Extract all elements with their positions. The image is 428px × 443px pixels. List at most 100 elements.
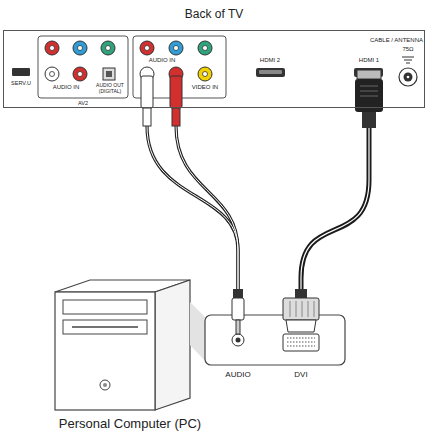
callout-wedge — [190, 302, 206, 362]
audio-mini-plug — [236, 320, 240, 334]
av2-jack-group — [45, 67, 59, 81]
hdmi-plug — [360, 96, 378, 97]
pc-rear-panel — [205, 315, 345, 365]
port-label: HDMI 2 — [260, 57, 280, 64]
audio-in-jacks: AUDIO IN — [137, 56, 187, 82]
node-label: AUDIO IN — [149, 57, 176, 64]
rca-plug-white — [141, 76, 153, 126]
node-label: AUDIO — [225, 371, 250, 380]
av2-jack-group — [101, 41, 115, 55]
pc-rear-panel — [287, 338, 315, 339]
pc-rear-panel — [205, 315, 345, 365]
hdmi-plug — [360, 86, 378, 87]
tv-back-panel: Back of TVAUDIO INHDMI 1 — [3, 30, 425, 108]
cable-line — [176, 82, 238, 290]
av1-jack-group — [140, 41, 154, 55]
av1-jack-group — [169, 41, 183, 55]
hdmi-input-port: HDMI 1 — [350, 56, 388, 80]
hdmi-plug — [355, 70, 383, 128]
pc-tower — [55, 280, 190, 410]
hdmi-plug — [357, 70, 381, 79]
av2-jack-group — [78, 46, 83, 51]
av2-jack-group — [106, 46, 111, 51]
av2-jack-group — [73, 41, 87, 55]
hdmi-port-2 — [256, 68, 285, 77]
antenna-connector — [402, 57, 414, 58]
hdmi-plug — [362, 112, 376, 128]
node-label: Personal Computer (PC) — [59, 417, 201, 431]
node-label: Back of TV — [185, 8, 243, 21]
group-label: AV2 — [78, 100, 88, 106]
antenna-connector — [404, 73, 413, 82]
antenna-connector — [399, 68, 417, 86]
port-label: VIDEO IN — [192, 84, 218, 91]
av2-jack-group — [73, 67, 87, 81]
av2-jack-group — [106, 71, 112, 77]
service-port — [12, 68, 30, 76]
dvi-plug — [308, 301, 309, 317]
av2-jack-group — [45, 41, 59, 55]
pc-rear-panel — [232, 334, 244, 346]
cable-line — [147, 82, 238, 290]
pc-rear-panel — [283, 334, 319, 351]
dvi-plug — [314, 301, 315, 317]
antenna-connector — [399, 57, 417, 86]
pc-tower — [72, 326, 138, 328]
rca-plug-red — [170, 76, 182, 126]
audio-mini-plug — [232, 298, 244, 320]
audio-mini-plug — [232, 289, 244, 334]
rca-plug-red — [172, 108, 180, 126]
av2-jack-group — [50, 46, 55, 51]
antenna-connector — [404, 60, 412, 61]
dvi-plug — [302, 301, 303, 317]
node-label: DVI — [294, 371, 307, 380]
cable-line — [176, 82, 238, 290]
hdmi-plug — [360, 91, 378, 92]
hdmi-port-2 — [259, 70, 282, 74]
rca-plug-white — [143, 108, 151, 126]
dvi-plug — [296, 301, 297, 317]
dvi-plug — [286, 320, 316, 332]
pc-tower — [55, 292, 155, 410]
antenna-connector — [407, 76, 410, 79]
av1-jack-group — [198, 41, 212, 55]
service-port — [12, 68, 30, 76]
dvi-port: DVI — [270, 290, 332, 382]
audio-jack: AUDIO — [220, 290, 256, 382]
av2-jack-group — [38, 36, 128, 98]
node-label: HDMI 1 — [359, 57, 379, 64]
antenna-connector — [406, 63, 410, 64]
dvi-plug — [295, 289, 307, 298]
pc-tower — [63, 300, 147, 314]
rca-plug-white — [141, 76, 153, 108]
hdmi-port-2 — [256, 68, 285, 77]
pc-tower — [100, 380, 110, 390]
personal-computer: Personal Computer (PC) — [50, 278, 210, 412]
cable — [147, 82, 238, 290]
pc-tower — [103, 383, 107, 387]
av1-jack-group — [203, 72, 208, 77]
av1-jack-group — [174, 46, 179, 51]
port-label: AUDIO OUT (DIGITAL) — [95, 83, 125, 94]
av2-jack-group — [50, 72, 55, 77]
port-label: AUDIO IN — [53, 84, 80, 91]
pc-rear-panel — [287, 346, 315, 347]
pc-tower — [63, 320, 147, 334]
av1-jack-group — [145, 46, 150, 51]
av1-jack-group — [198, 67, 212, 81]
pc-tower — [155, 280, 190, 410]
rca-plug-red — [170, 76, 182, 108]
audio-mini-plug — [233, 289, 243, 298]
dvi-plug — [290, 301, 291, 317]
port-label: SERV.U — [11, 80, 31, 86]
av1-jack-group — [203, 46, 208, 51]
cable-line — [147, 82, 238, 290]
dvi-plug — [283, 298, 319, 320]
dvi-plug — [283, 289, 319, 332]
callout-wedge — [190, 302, 206, 362]
pc-rear-panel — [287, 342, 315, 343]
port-label: CABLE / ANTENNA — [370, 37, 423, 44]
